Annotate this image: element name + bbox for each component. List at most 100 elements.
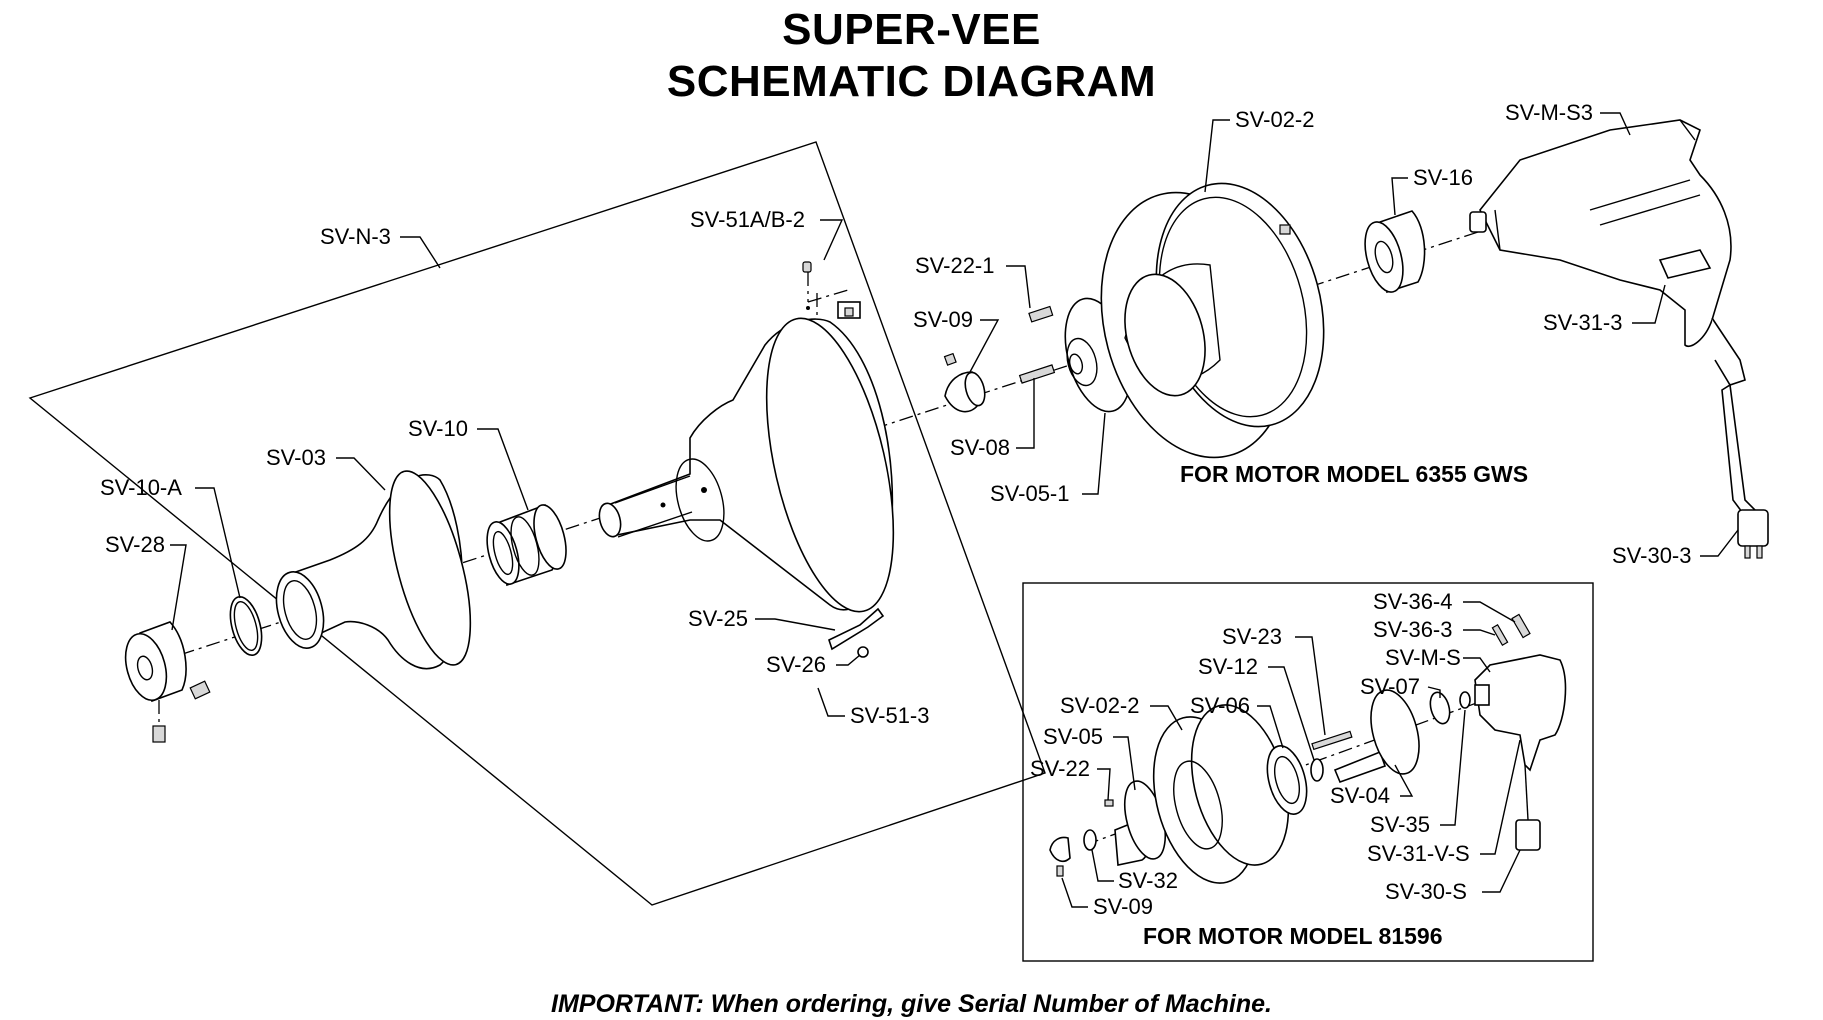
title-line-1: SUPER-VEE (782, 5, 1041, 54)
label-sv-36-4: SV-36-4 (1373, 589, 1453, 614)
leader-sv-08 (1016, 378, 1035, 449)
leader-sv-10-a (195, 487, 241, 599)
sv-02-2-reel-top (1100, 182, 1325, 459)
leader-sv-51-3 (817, 687, 845, 717)
label-sv-10: SV-10 (408, 416, 468, 441)
section-label-6355: FOR MOTOR MODEL 6355 GWS (1180, 461, 1528, 487)
sv-10-a-ring (229, 595, 263, 657)
sv-m-s3-motor (1469, 119, 1769, 559)
leader-sv-07 (1427, 686, 1441, 698)
leader-sv-32 (1091, 849, 1114, 882)
label-sv-06: SV-06 (1190, 693, 1250, 718)
label-sv-22: SV-22 (1030, 756, 1090, 781)
leader-sv-31-3 (1632, 284, 1666, 324)
label-sv-05-1: SV-05-1 (990, 481, 1070, 506)
leader-sv-06 (1257, 705, 1284, 749)
inset-sv-09-nose (1049, 836, 1071, 877)
leader-sv-m-s3 (1600, 112, 1631, 136)
sv-08-bolt (1018, 364, 1056, 384)
inset-sv-32-washer (1083, 829, 1097, 851)
inset-sv-23-screw (1311, 730, 1353, 751)
sv-51-drum (598, 293, 895, 658)
label-sv-n-3: SV-N-3 (320, 224, 391, 249)
label-sv-m-s: SV-M-S (1385, 645, 1461, 670)
label-sv-31-v-s: SV-31-V-S (1367, 841, 1470, 866)
sv-n-3-frame (28, 141, 1046, 906)
leader-sv-30-s (1482, 849, 1521, 893)
leader-sv-25 (755, 618, 836, 631)
inset-sv-02-2-reel (1152, 704, 1290, 884)
sv-03-bell (275, 470, 472, 670)
label-sv-30-s: SV-30-S (1385, 879, 1467, 904)
leader-sv-28 (170, 544, 187, 631)
leader-sv-n-3 (400, 236, 441, 269)
label-sv-02-2-top: SV-02-2 (1235, 107, 1315, 132)
label-sv-07: SV-07 (1360, 674, 1420, 699)
label-sv-51ab-2: SV-51A/B-2 (690, 207, 805, 232)
label-sv-16: SV-16 (1413, 165, 1473, 190)
label-sv-22-1: SV-22-1 (915, 253, 995, 278)
leader-sv-05 (1113, 736, 1136, 791)
leader-sv-36-4 (1463, 601, 1516, 623)
leader-sv-09-top (969, 319, 1000, 373)
label-sv-02-2-box: SV-02-2 (1060, 693, 1140, 718)
leader-sv-26 (836, 654, 861, 666)
label-sv-05: SV-05 (1043, 724, 1103, 749)
sv-10-bushing (486, 504, 567, 587)
label-sv-31-3: SV-31-3 (1543, 310, 1623, 335)
leader-sv-51ab-2 (820, 219, 844, 261)
leader-sv-22-1 (1006, 265, 1031, 309)
leader-sv-36-3 (1463, 629, 1496, 636)
leader-sv-02-2-box (1150, 705, 1183, 731)
sv-51ab-2-bracket (802, 261, 861, 319)
leader-sv-10 (477, 428, 529, 511)
label-sv-30-3: SV-30-3 (1612, 543, 1692, 568)
title-line-2: SCHEMATIC DIAGRAM (666, 57, 1157, 106)
leader-sv-03 (336, 457, 386, 491)
inset-sv-36-parts (1491, 613, 1531, 646)
leader-sv-30-3 (1700, 529, 1739, 557)
motor-81596-inset (1022, 582, 1594, 962)
inset-sv-35-washer (1459, 691, 1471, 709)
label-sv-04: SV-04 (1330, 783, 1390, 808)
leader-sv-m-s (1463, 657, 1491, 673)
label-sv-35: SV-35 (1370, 812, 1430, 837)
label-sv-03: SV-03 (266, 445, 326, 470)
label-sv-08: SV-08 (950, 435, 1010, 460)
leader-sv-23 (1295, 636, 1326, 736)
label-sv-26: SV-26 (766, 652, 826, 677)
label-sv-09-top: SV-09 (913, 307, 973, 332)
diagram-title: SUPER-VEE SCHEMATIC DIAGRAM (0, 4, 1823, 108)
leader-sv-09-box (1061, 877, 1088, 908)
label-sv-09-box: SV-09 (1093, 894, 1153, 919)
sv-28-collar (124, 621, 211, 743)
label-sv-51-3: SV-51-3 (850, 703, 930, 728)
label-sv-32: SV-32 (1118, 868, 1178, 893)
label-sv-m-s3: SV-M-S3 (1505, 100, 1593, 125)
sv-09-nose (943, 352, 986, 413)
label-sv-28: SV-28 (105, 532, 165, 557)
inset-sv-12-washer (1310, 758, 1324, 782)
leader-sv-35 (1440, 709, 1466, 826)
footer-notice: IMPORTANT: When ordering, give Serial Nu… (551, 990, 1272, 1018)
inset-sv-04-shaft (1333, 689, 1420, 784)
label-sv-12: SV-12 (1198, 654, 1258, 679)
inset-sv-06-ring (1266, 745, 1308, 815)
label-sv-36-3: SV-36-3 (1373, 617, 1453, 642)
leader-sv-04 (1394, 764, 1414, 797)
leader-sv-02-2-top (1204, 119, 1230, 193)
inset-sv-07-washer (1429, 691, 1451, 725)
leader-sv-16 (1391, 177, 1408, 216)
sv-22-1-screw (1028, 305, 1054, 323)
section-label-81596: FOR MOTOR MODEL 81596 (1143, 923, 1443, 949)
leader-sv-31-v-s (1480, 739, 1521, 855)
sv-16-adapter (1364, 210, 1426, 294)
label-sv-23: SV-23 (1222, 624, 1282, 649)
label-sv-25: SV-25 (688, 606, 748, 631)
leader-sv-05-1 (1082, 412, 1106, 495)
leader-sv-12 (1268, 666, 1315, 761)
inset-sv-m-s-motor (1474, 654, 1567, 851)
label-sv-10-a: SV-10-A (100, 475, 182, 500)
leader-sv-22 (1097, 768, 1111, 801)
